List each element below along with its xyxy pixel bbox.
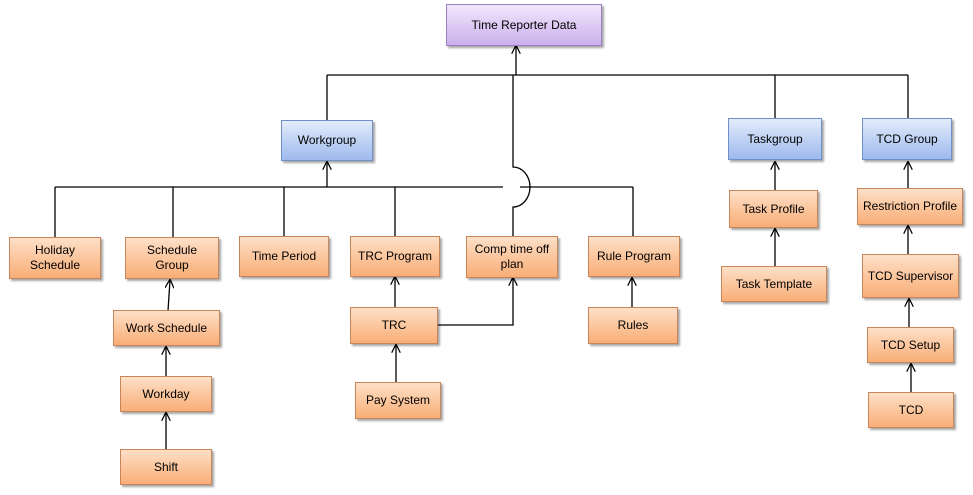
node-tcd: TCD [868,392,954,428]
connector-comp-time-to-root [512,75,531,236]
connector-work-schedule-to-schedule-group [168,280,170,312]
node-schedule-group: Schedule Group [125,237,219,279]
node-taskgroup: Taskgroup [728,118,822,160]
node-task-template: Task Template [721,266,827,302]
node-trc: TRC [350,307,438,344]
node-tcd-setup: TCD Setup [867,327,954,363]
node-work-schedule: Work Schedule [113,310,220,346]
node-comp-time-off-plan: Comp time off plan [466,236,558,278]
node-holiday-schedule: Holiday Schedule [9,237,101,279]
node-rule-program: Rule Program [588,236,680,277]
node-shift: Shift [120,449,212,485]
node-restriction-profile: Restriction Profile [857,188,963,225]
connector-trc-to-comp-time [438,278,513,326]
node-pay-system: Pay System [355,382,441,419]
node-tcd-group: TCD Group [862,118,952,160]
node-time-period: Time Period [239,236,329,277]
node-task-profile: Task Profile [729,190,818,228]
node-tcd-supervisor: TCD Supervisor [862,254,959,298]
node-workgroup: Workgroup [281,120,373,161]
node-time-reporter-data: Time Reporter Data [446,4,602,46]
node-rules: Rules [588,307,678,344]
node-trc-program: TRC Program [350,236,440,277]
node-workday: Workday [120,376,212,412]
